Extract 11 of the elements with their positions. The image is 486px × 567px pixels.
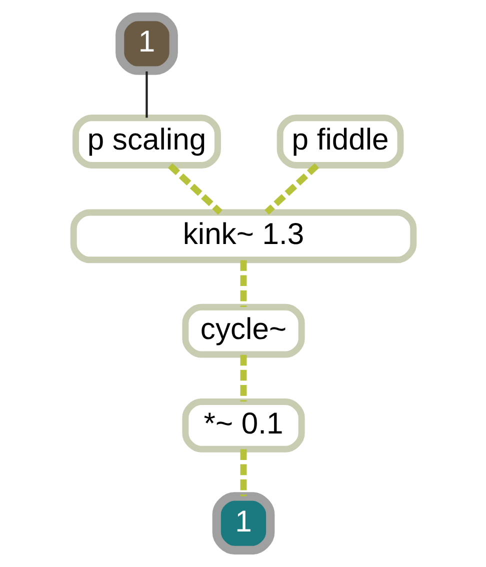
node-box: *~ 0.1 [182, 398, 304, 452]
node-box: p fiddle [276, 114, 404, 168]
connector [145, 71, 148, 118]
connector [240, 260, 246, 307]
connector [240, 449, 246, 496]
node-box: kink~ 1.3 [70, 209, 416, 264]
connector [167, 163, 222, 215]
connector [240, 354, 246, 402]
node-box: p scaling [72, 114, 220, 168]
connector [264, 163, 319, 215]
node-box: cycle~ [182, 304, 304, 358]
